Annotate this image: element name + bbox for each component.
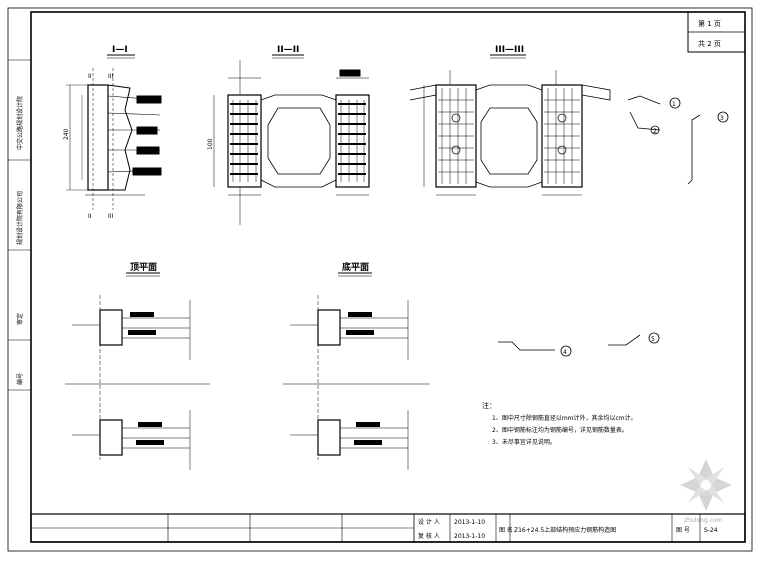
fig-label: 图 号: [676, 527, 690, 534]
rebar-detail-2: 3: [687, 111, 729, 185]
section-2-view: II—II: [207, 45, 370, 225]
svg-text:1: 1: [672, 101, 676, 108]
section-3-view: III—III: [409, 45, 611, 196]
svg-text:II: II: [88, 213, 92, 220]
title-block: [30, 513, 746, 543]
svg-text:5: 5: [651, 336, 655, 343]
fig-number: S-24: [704, 527, 718, 534]
svg-text:4: 4: [563, 349, 567, 356]
svg-text:240: 240: [63, 128, 70, 140]
note-item: 3、未尽事宜详见说明。: [492, 438, 556, 446]
rebar-detail-1: 1 2: [627, 95, 681, 135]
plan-left-title: 顶平面: [130, 262, 157, 273]
section-2-title: II—II: [277, 45, 299, 55]
note-item: 2、图中钢筋标注均为钢筋编号，详见钢筋数量表。: [492, 426, 628, 434]
side-label-number: 编号: [16, 373, 24, 385]
section-1-title: I—I: [112, 45, 128, 55]
watermark-text: zhulong.com: [684, 517, 723, 524]
plan-right-title: 底平面: [342, 261, 369, 273]
notes-heading: 注：: [482, 401, 496, 410]
section-1-view: I—I II III II III 240: [63, 45, 162, 220]
checker-label: 复 核 人: [418, 532, 440, 540]
svg-text:2: 2: [653, 128, 657, 135]
svg-text:编号: 编号: [16, 373, 24, 385]
sheet-no: 第 1 页: [698, 19, 721, 28]
sheet-number-box: 第 1 页 共 2 页: [687, 11, 746, 53]
watermark-logo: zhulong.com: [680, 459, 732, 524]
checker-date: 2013-1-10: [454, 533, 485, 540]
sheet-total: 共 2 页: [698, 39, 721, 48]
side-label-company: 中交公路规划设计院: [16, 96, 24, 150]
svg-text:中交公路规划设计院: 中交公路规划设计院: [16, 96, 24, 150]
sheet-frame: [7, 7, 753, 552]
designer-label: 设 计 人: [418, 518, 440, 526]
rebar-detail-3: 4 5: [498, 332, 660, 357]
svg-text:规划设计院有限公司: 规划设计院有限公司: [16, 191, 24, 245]
plan-right-view: 底平面: [283, 261, 430, 470]
side-label-approve: 审定: [16, 313, 24, 325]
plan-left-view: 顶平面: [65, 262, 210, 470]
designer-date: 2013-1-10: [454, 519, 485, 526]
section-3-title: III—III: [495, 45, 524, 55]
svg-text:3: 3: [720, 115, 724, 122]
note-item: 1、图中尺寸除钢筋直径以mm计外，其余均以cm计。: [492, 414, 637, 422]
svg-text:III: III: [108, 213, 114, 220]
svg-text:审定: 审定: [16, 313, 24, 325]
svg-text:100: 100: [207, 138, 214, 150]
side-label-institute: 规划设计院有限公司: [16, 191, 24, 245]
drawing-title: Z16+24.5上部结构预应力钢筋构造图: [514, 526, 616, 534]
svg-text:III: III: [108, 73, 114, 80]
notes-block: 注： 1、图中尺寸除钢筋直径以mm计外，其余均以cm计。 2、图中钢筋标注均为钢…: [482, 401, 637, 446]
svg-text:II: II: [88, 73, 92, 80]
title-label: 图 名: [499, 526, 513, 534]
